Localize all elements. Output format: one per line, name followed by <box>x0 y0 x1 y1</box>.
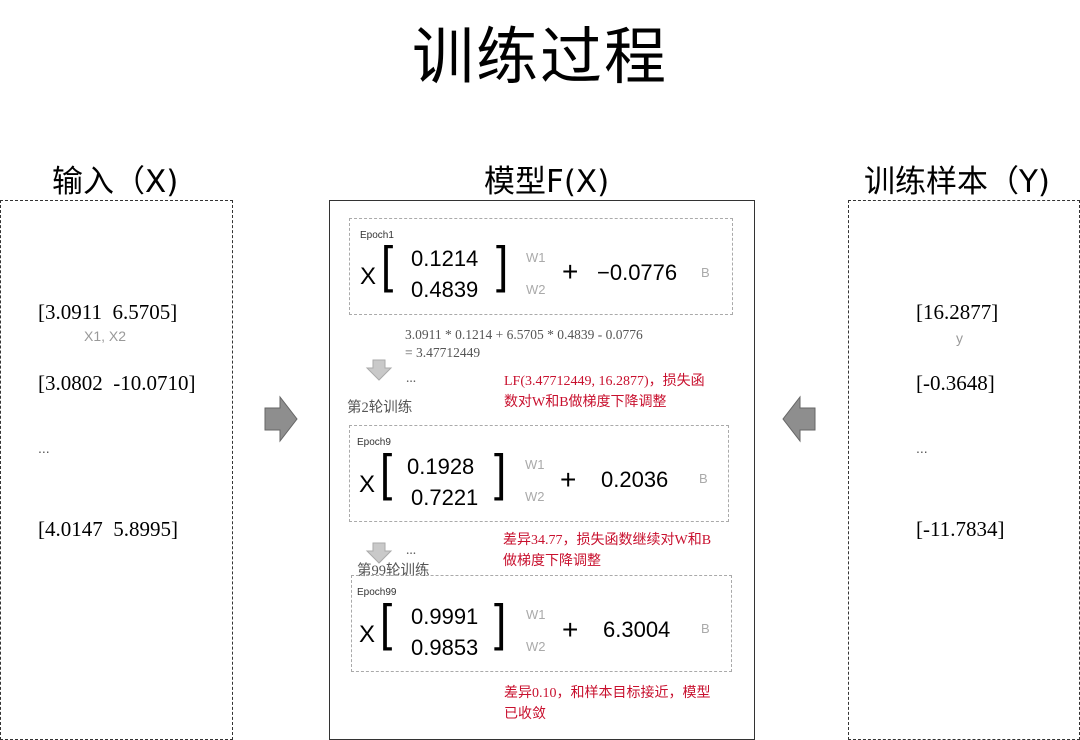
epoch-label-1: Epoch1 <box>360 230 394 241</box>
input-column-title: 输入（X) <box>52 164 179 200</box>
calc-line-1: 3.0911 * 0.1214 + 6.5705 * 0.4839 - 0.07… <box>405 327 643 342</box>
round-ellipsis: ... <box>406 542 417 557</box>
input-row-2: [3.0802 -10.0710] <box>38 371 196 395</box>
target-sublabel: y <box>956 330 963 346</box>
page-title: 训练过程 <box>411 20 668 93</box>
b-label-99: B <box>701 621 710 636</box>
x-symbol-9: X <box>359 471 376 498</box>
w1-label-9: W1 <box>525 457 545 472</box>
input-row-1: [3.0911 6.5705] <box>38 300 178 324</box>
calc-ellipsis: ... <box>406 370 417 385</box>
epoch-label-99: Epoch99 <box>357 587 397 598</box>
b-label-1: B <box>701 265 710 280</box>
input-row-ellipsis: ... <box>38 440 50 456</box>
weight-w1-9: 0.1928 <box>407 454 475 479</box>
x-symbol-1: X <box>360 263 377 290</box>
loss-note-1-line-2: 数对W和B做梯度下降调整 <box>504 395 667 410</box>
target-row-ellipsis: ... <box>916 440 928 456</box>
right-bracket-9: ] <box>494 445 507 502</box>
epoch-box-9 <box>349 425 729 522</box>
target-panel <box>848 200 1080 740</box>
down-arrow-icon-2 <box>365 542 393 564</box>
weight-w2-1: 0.4839 <box>411 277 479 302</box>
model-column-title: 模型F(X) <box>484 164 610 200</box>
w2-label-1: W2 <box>526 282 546 297</box>
bias-value-1: −0.0776 <box>597 260 678 285</box>
w1-label-1: W1 <box>526 250 546 265</box>
input-row-4: [4.0147 5.8995] <box>38 517 178 541</box>
weight-w2-9: 0.7221 <box>411 485 479 510</box>
target-row-2: [-0.3648] <box>916 371 995 395</box>
bias-value-9: 0.2036 <box>601 467 669 492</box>
right-bracket-1: ] <box>496 237 509 294</box>
plus-sign-9: + <box>560 464 577 495</box>
w2-label-9: W2 <box>525 489 545 504</box>
left-bracket-1: [ <box>381 237 394 294</box>
epoch-box-1 <box>349 218 733 315</box>
right-arrow-icon <box>264 395 298 443</box>
x-symbol-99: X <box>359 621 376 648</box>
input-panel <box>0 200 233 740</box>
weight-w1-1: 0.1214 <box>411 246 479 271</box>
loss-note-2-line-1: 差异34.77，损失函数继续对W和B <box>503 533 712 548</box>
loss-note-1-line-1: LF(3.47712449, 16.2877)，损失函 <box>504 374 705 389</box>
target-column-title: 训练样本（Y) <box>864 164 1051 200</box>
input-sublabel: X1, X2 <box>84 328 127 344</box>
down-arrow-icon-1 <box>365 359 393 381</box>
loss-note-3-line-1: 差异0.10，和样本目标接近，模型 <box>504 686 711 701</box>
loss-note-3-line-2: 已收敛 <box>504 707 546 722</box>
right-bracket-99: ] <box>494 595 507 652</box>
plus-sign-99: + <box>562 614 579 645</box>
plus-sign-1: + <box>562 256 579 287</box>
left-arrow-icon <box>782 395 816 443</box>
b-label-9: B <box>699 471 708 486</box>
left-bracket-9: [ <box>380 445 393 502</box>
bias-value-99: 6.3004 <box>603 617 671 642</box>
target-row-1: [16.2877] <box>916 300 999 324</box>
epoch-box-99 <box>351 575 732 672</box>
epoch-label-9: Epoch9 <box>357 437 391 448</box>
round-2-label: 第2轮训练 <box>347 400 413 416</box>
w2-label-99: W2 <box>526 639 546 654</box>
left-bracket-99: [ <box>380 595 393 652</box>
w1-label-99: W1 <box>526 607 546 622</box>
weight-w1-99: 0.9991 <box>411 604 479 629</box>
target-row-4: [-11.7834] <box>916 517 1005 541</box>
calc-line-2: = 3.47712449 <box>405 345 481 360</box>
loss-note-2-line-2: 做梯度下降调整 <box>503 554 601 569</box>
weight-w2-99: 0.9853 <box>411 635 479 660</box>
